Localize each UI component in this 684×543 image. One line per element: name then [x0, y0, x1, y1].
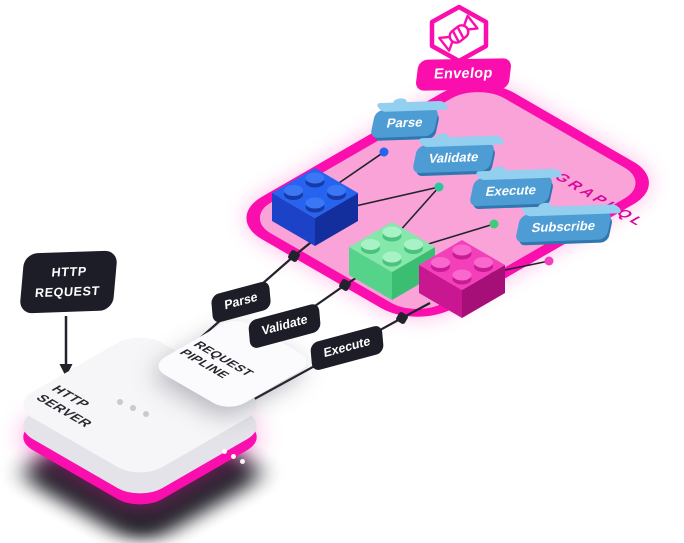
server-dot: [130, 405, 136, 411]
phase-tag-subscribe: Subscribe: [514, 211, 613, 243]
server-dot: [117, 399, 123, 405]
subscribe-dot: [544, 256, 554, 266]
plugin-brick-pink: [419, 240, 505, 318]
request-arrow: [59, 316, 73, 377]
envelop-logo-icon: [429, 4, 489, 64]
http-request-line1: HTTP: [50, 264, 88, 280]
base-dot: [222, 449, 227, 454]
phase-tag-validate: Validate: [411, 142, 496, 174]
pipeline-step-execute: Execute: [310, 324, 384, 372]
server-dot: [143, 411, 149, 417]
http-server-label: HTTP SERVER: [32, 383, 113, 430]
phase-tag-execute: Execute: [468, 175, 554, 207]
base-dot: [231, 454, 236, 459]
request-pipeline-label: REQUEST PIPLINE: [175, 339, 258, 387]
phase-tag-parse: Parse: [369, 107, 440, 139]
http-request-line2: REQUEST: [34, 283, 101, 301]
base-dot: [240, 459, 245, 464]
http-request-chip: HTTP REQUEST: [19, 250, 118, 314]
envelop-badge: Envelop: [414, 58, 512, 91]
hexagon-outline: [429, 4, 489, 64]
candy-icon: [438, 14, 479, 52]
